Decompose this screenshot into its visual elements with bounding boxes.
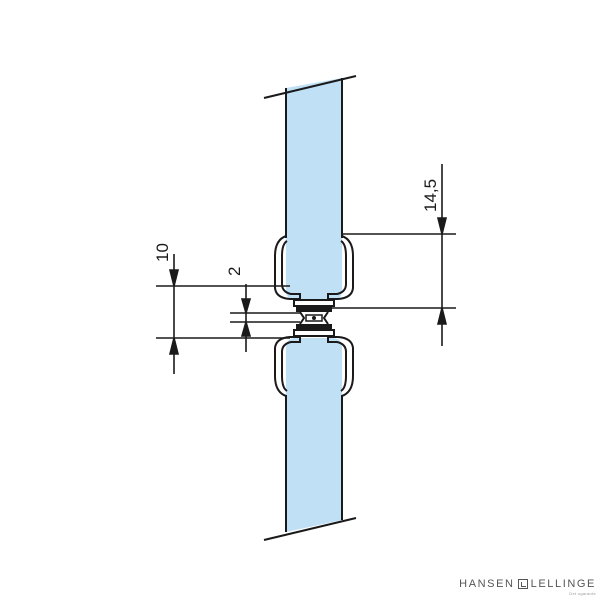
lower-break-line	[263, 517, 357, 541]
dimension-10-label: 10	[153, 243, 172, 262]
dimension-14-5-label: 14,5	[421, 179, 440, 212]
brand-logo: HANSEN LELLINGE Det ogarante	[459, 578, 596, 596]
brand-name: HANSEN LELLINGE	[459, 578, 596, 590]
upper-glass-panel	[286, 78, 342, 300]
logo-mark-icon	[517, 579, 528, 589]
brand-name-right: LELLINGE	[530, 578, 596, 590]
upper-seal-profile	[274, 235, 354, 307]
dimension-10	[156, 254, 290, 374]
dimension-2	[230, 284, 300, 352]
lower-glass-panel	[286, 338, 342, 532]
upper-break-line	[263, 75, 357, 99]
brand-tagline: Det ogarante	[569, 591, 596, 596]
dimension-2-label: 2	[225, 267, 244, 276]
brand-name-left: HANSEN	[459, 578, 515, 590]
magnetic-connector	[296, 306, 332, 330]
dimension-14-5	[330, 164, 456, 346]
